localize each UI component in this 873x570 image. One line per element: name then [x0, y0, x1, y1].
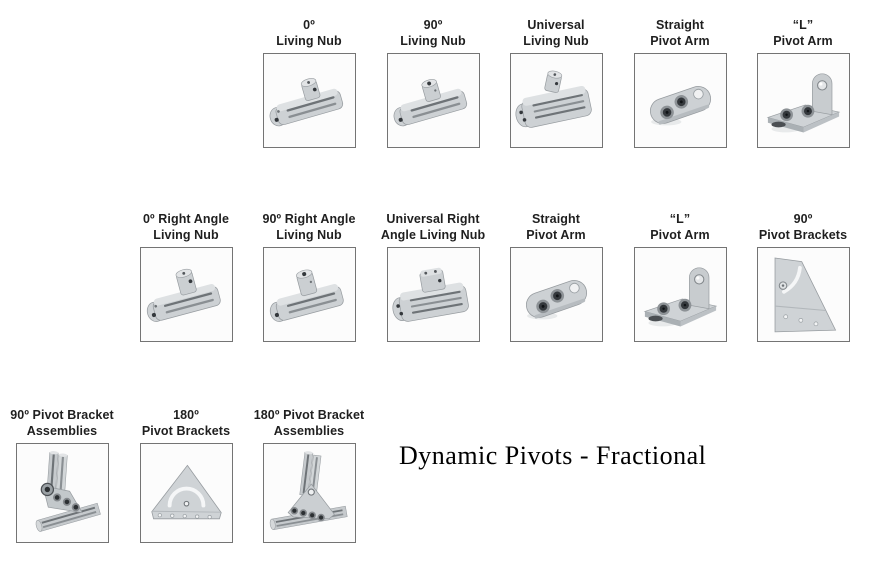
item-image-box	[262, 247, 356, 342]
item-label-line1: Universal Right	[386, 212, 480, 226]
item-image-box	[633, 53, 727, 148]
item-label-line2: Pivot Arm	[650, 34, 710, 48]
item-90deg-right-angle-living-nub: 90º Right Angle Living Nub	[247, 203, 371, 342]
item-label: Universal Living Nub	[494, 5, 618, 49]
item-universal-living-nub: Universal Living Nub	[494, 5, 618, 148]
pivot-bracket-assembly-90-image	[33, 450, 101, 533]
item-image-box	[633, 247, 727, 342]
item-label: 90º Pivot Bracket Assemblies	[0, 401, 124, 439]
item-image-box	[509, 247, 603, 342]
page-title: Dynamic Pivots - Fractional	[399, 441, 707, 470]
right-angle-living-nub-90-image	[264, 261, 345, 324]
item-label-line1: Straight	[531, 212, 581, 226]
item-label: Straight Pivot Arm	[618, 5, 742, 49]
pivot-bracket-90-image	[772, 256, 837, 334]
item-label: 180º Pivot Brackets	[124, 401, 248, 439]
item-label-line2: Pivot Arm	[773, 34, 833, 48]
item-90deg-living-nub: 90º Living Nub	[371, 5, 495, 148]
item-label: 180º Pivot Bracket Assemblies	[247, 401, 371, 439]
item-universal-right-angle-living-nub: Universal Right Angle Living Nub	[371, 203, 495, 342]
item-0deg-right-angle-living-nub: 0º Right Angle Living Nub	[124, 203, 248, 342]
item-180deg-pivot-brackets: 180º Pivot Brackets	[124, 401, 248, 543]
item-image-box	[756, 53, 850, 148]
item-straight-pivot-arm-2: Straight Pivot Arm	[494, 203, 618, 342]
item-label: 0º Living Nub	[247, 5, 371, 49]
item-label-line2: Living Nub	[523, 34, 589, 48]
item-image-box	[756, 247, 850, 342]
item-label: 90º Right Angle Living Nub	[247, 203, 371, 243]
item-180deg-pivot-bracket-assemblies: 180º Pivot Bracket Assemblies	[247, 401, 371, 543]
item-label-line2: Living Nub	[153, 228, 219, 242]
universal-living-nub-image	[511, 62, 593, 131]
living-nub-0-image	[264, 71, 344, 129]
item-label-line1: 180º	[173, 408, 199, 422]
living-nub-90-image	[388, 71, 468, 129]
item-image-box	[386, 53, 480, 148]
item-90deg-pivot-brackets: 90º Pivot Brackets	[741, 203, 865, 342]
item-label: “L” Pivot Arm	[741, 5, 865, 49]
item-label: Universal Right Angle Living Nub	[371, 203, 495, 243]
item-label-line1: 0º	[303, 18, 315, 32]
item-label-line2: Pivot Arm	[526, 228, 586, 242]
l-pivot-arm-image	[766, 73, 840, 134]
item-l-pivot-arm-2: “L” Pivot Arm	[618, 203, 742, 342]
item-label-line1: Straight	[655, 18, 705, 32]
item-image-box	[509, 53, 603, 148]
item-label-line2: Pivot Brackets	[758, 228, 848, 242]
item-90deg-pivot-bracket-assemblies: 90º Pivot Bracket Assemblies	[0, 401, 124, 543]
item-image-box	[262, 53, 356, 148]
item-label-line1: 90º Pivot Bracket	[10, 408, 114, 422]
right-angle-living-nub-0-image	[141, 261, 222, 324]
item-label-line2: Angle Living Nub	[380, 228, 486, 242]
item-label-line2: Living Nub	[400, 34, 466, 48]
item-straight-pivot-arm-1: Straight Pivot Arm	[618, 5, 742, 148]
l-pivot-arm-image	[643, 267, 717, 328]
straight-pivot-arm-image	[646, 82, 714, 128]
item-label-line1: “L”	[792, 18, 814, 32]
item-label: 90º Pivot Brackets	[741, 203, 865, 243]
item-label-line2: Assemblies	[273, 424, 345, 438]
item-label-line1: 90º Right Angle	[262, 212, 356, 226]
item-0deg-living-nub: 0º Living Nub	[247, 5, 371, 148]
item-image-box	[15, 443, 109, 543]
straight-pivot-arm-image	[522, 276, 590, 322]
item-label: Straight Pivot Arm	[494, 203, 618, 243]
item-label-line1: Universal	[527, 18, 585, 32]
item-label-line2: Assemblies	[26, 424, 98, 438]
item-label-line1: 0º Right Angle	[142, 212, 230, 226]
item-label-line1: 180º Pivot Bracket	[253, 408, 365, 422]
item-label-line1: “L”	[669, 212, 691, 226]
item-image-box	[262, 443, 356, 543]
item-image-box	[139, 247, 233, 342]
item-label-line2: Living Nub	[276, 228, 342, 242]
item-label-line2: Living Nub	[276, 34, 342, 48]
pivot-bracket-assembly-180-image	[268, 450, 348, 531]
universal-right-angle-living-nub-image	[388, 263, 470, 325]
item-label: “L” Pivot Arm	[618, 203, 742, 243]
item-label-line1: 90º	[793, 212, 813, 226]
item-label-line2: Pivot Brackets	[141, 424, 231, 438]
item-image-box	[386, 247, 480, 342]
item-image-box	[139, 443, 233, 543]
item-label-line2: Pivot Arm	[650, 228, 710, 242]
item-l-pivot-arm-1: “L” Pivot Arm	[741, 5, 865, 148]
item-label: 0º Right Angle Living Nub	[124, 203, 248, 243]
item-label-line1: 90º	[423, 18, 443, 32]
pivot-bracket-180-image	[149, 463, 223, 521]
item-label: 90º Living Nub	[371, 5, 495, 49]
